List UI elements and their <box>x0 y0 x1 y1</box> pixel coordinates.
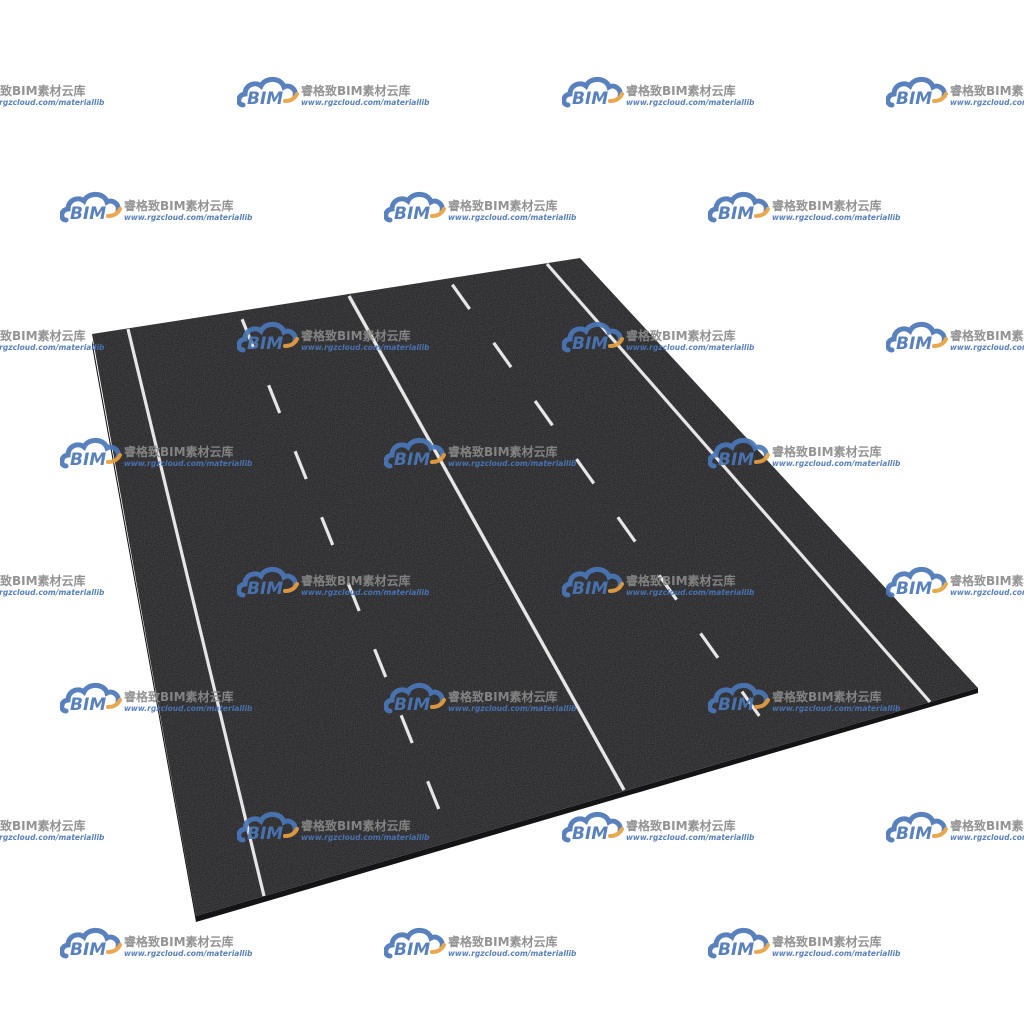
lane-dash <box>293 450 308 480</box>
lane-dash <box>451 283 471 310</box>
solid-line-center <box>347 295 626 791</box>
lane-dash <box>373 648 388 678</box>
lane-dash <box>399 714 414 744</box>
lane-dash <box>267 384 282 414</box>
lane-dash <box>657 574 678 601</box>
lane-dash <box>346 582 361 612</box>
lane-dash <box>616 516 637 543</box>
road-surface <box>92 258 978 916</box>
lane-dash <box>533 399 554 427</box>
lane-dash <box>426 780 441 810</box>
lane-dash <box>492 341 513 369</box>
lane-dash <box>320 516 335 546</box>
lane-dash <box>575 458 596 485</box>
lane-dash <box>699 632 720 659</box>
edge-line-left <box>126 328 266 897</box>
